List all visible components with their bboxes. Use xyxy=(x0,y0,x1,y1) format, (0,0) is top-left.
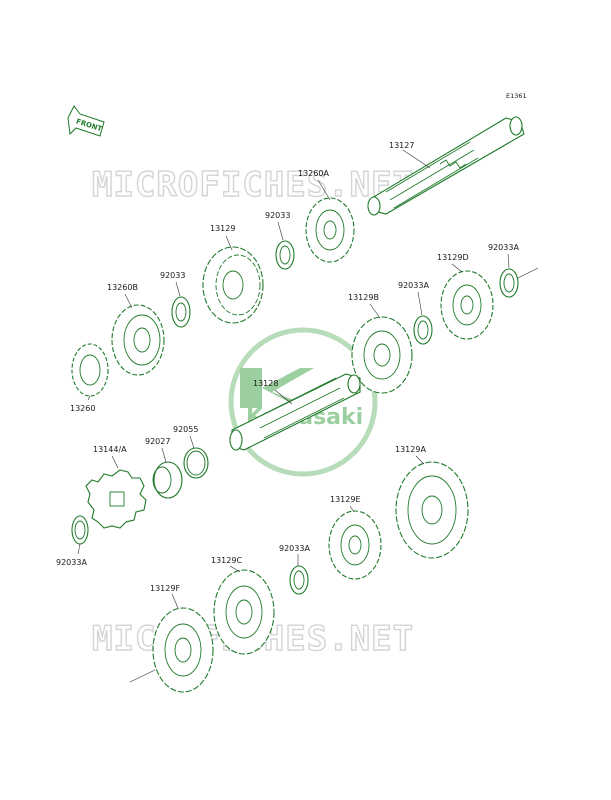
front-arrow-icon: FRONT xyxy=(67,105,105,137)
circlip-92033A-bottom-left xyxy=(71,515,89,545)
leader-lines xyxy=(77,149,510,609)
label-13260A: 13260A xyxy=(298,169,329,178)
label-92033A-right: 92033A xyxy=(488,243,519,252)
sprocket-13144A xyxy=(85,469,147,529)
gear-13260A xyxy=(305,197,355,263)
label-13127: 13127 xyxy=(389,141,414,150)
gear-13129A xyxy=(395,461,469,559)
output-shaft-13127 xyxy=(367,116,525,216)
label-13128: 13128 xyxy=(253,379,278,388)
axis-line-top xyxy=(517,267,539,279)
label-92033-left: 92033 xyxy=(160,271,185,280)
gear-13129B xyxy=(351,316,413,394)
watermark-top: MICROFICHES.NET xyxy=(92,165,414,205)
label-13129F: 13129F xyxy=(150,584,180,593)
label-92027: 92027 xyxy=(145,437,170,446)
circlip-92033-upper xyxy=(275,240,295,270)
gear-13129D xyxy=(440,270,494,340)
label-13129E: 13129E xyxy=(330,495,361,504)
gear-13260B xyxy=(111,304,165,376)
label-92033A-lower: 92033A xyxy=(279,544,310,553)
label-13260B: 13260B xyxy=(107,283,138,292)
collar-92027 xyxy=(152,461,183,499)
label-13129B: 13129B xyxy=(348,293,379,302)
gear-13129 xyxy=(202,246,264,324)
label-92033-upper: 92033 xyxy=(265,211,290,220)
circlip-92033A-right xyxy=(499,268,519,298)
axis-line-bottom xyxy=(129,669,156,683)
circlip-92033A-lower xyxy=(289,565,309,595)
label-13129D: 13129D xyxy=(437,253,469,262)
o-ring-92055 xyxy=(183,447,209,479)
gear-13129C xyxy=(213,569,275,655)
label-13144A: 13144/A xyxy=(93,445,127,454)
circlip-92033A-middle xyxy=(413,315,433,345)
diagram-code: E1361 xyxy=(506,92,527,100)
label-92055: 92055 xyxy=(173,425,198,434)
label-13129C: 13129C xyxy=(211,556,242,565)
gear-13129E xyxy=(328,510,382,580)
label-13129: 13129 xyxy=(210,224,235,233)
label-92033A-middle: 92033A xyxy=(398,281,429,290)
label-13129A: 13129A xyxy=(395,445,426,454)
label-92033A-bottom-left: 92033A xyxy=(56,558,87,567)
gear-13129F xyxy=(152,607,214,693)
label-13260: 13260 xyxy=(70,404,95,413)
gear-13260 xyxy=(71,343,109,397)
circlip-92033-left xyxy=(171,296,191,328)
input-shaft-13128 xyxy=(229,373,361,451)
